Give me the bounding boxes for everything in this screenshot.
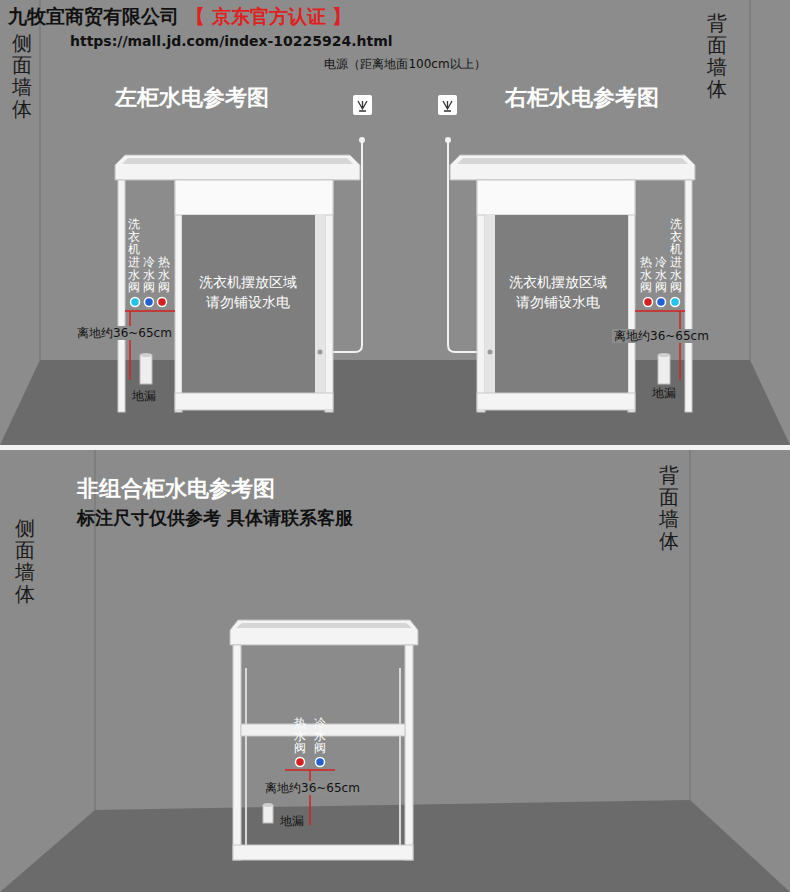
wall	[0, 0, 790, 447]
basin	[236, 623, 412, 628]
panel-note: 标注尺寸仅供参考 具体请联系客服	[77, 507, 353, 529]
valve-label: 冷水阀	[655, 256, 667, 294]
dimension-line	[309, 770, 311, 825]
cold-valve	[316, 758, 325, 767]
drain-label: 地漏	[280, 814, 304, 828]
height-dimension: 离地约36~65cm	[612, 329, 711, 343]
drain-top	[263, 803, 273, 807]
hot-valve	[296, 758, 305, 767]
frame-line	[399, 668, 401, 845]
height-dimension: 离地约36~65cm	[75, 326, 174, 340]
right-cabinet	[438, 95, 695, 412]
wall-corner	[749, 0, 751, 360]
cabinet-top	[230, 620, 418, 645]
drain-label: 地漏	[132, 389, 156, 403]
power-note: 电源（距离地面100cm以上）	[324, 57, 485, 71]
valve-label: 洗衣机进水阀	[128, 218, 140, 294]
wall-label: 侧面墙体	[12, 32, 32, 120]
wall-corner	[39, 0, 41, 360]
valve-label: 冷水阀	[143, 256, 155, 294]
panel-title: 非组合柜水电参考图	[77, 476, 275, 502]
store-url: https://mall.jd.com/index-10225924.html	[70, 33, 393, 50]
separator	[0, 445, 790, 450]
left-cabinet	[115, 95, 372, 412]
wall-corner	[94, 450, 96, 810]
washer-area: 洗衣机摆放区域 请勿铺设水电	[193, 269, 303, 315]
floor-drain	[263, 805, 273, 823]
cabinet-leg	[405, 645, 413, 860]
certification: 【 京东官方认证 】	[186, 5, 351, 28]
area-note: 洗衣机摆放区域 请勿铺设水电	[507, 272, 609, 312]
company-name: 九牧宜商贸有限公司	[8, 5, 179, 28]
wall	[0, 450, 790, 892]
wall-label: 背面墙体	[659, 464, 679, 552]
wall-corner	[689, 450, 691, 800]
panel-title: 右柜水电参考图	[505, 85, 659, 111]
wall-label: 侧面墙体	[15, 517, 35, 605]
wall-label: 背面墙体	[707, 12, 727, 100]
washer-area: 洗衣机摆放区域 请勿铺设水电	[503, 269, 613, 315]
valve-label: 热水阀	[158, 256, 170, 294]
bottom-shelf	[233, 845, 413, 860]
valve-label: 热水阀	[294, 717, 306, 755]
valve-label: 洗衣机进水阀	[670, 218, 682, 294]
drain-label: 地漏	[652, 386, 676, 400]
frame-line	[245, 668, 247, 845]
cabinet-leg	[233, 645, 241, 860]
area-note: 洗衣机摆放区域 请勿铺设水电	[197, 272, 299, 312]
height-dimension: 离地约36~65cm	[263, 781, 362, 795]
valve-label: 热水阀	[640, 256, 652, 294]
panel-title: 左柜水电参考图	[115, 85, 269, 111]
floor	[0, 800, 790, 892]
valve-label: 冷水阀	[314, 717, 326, 755]
